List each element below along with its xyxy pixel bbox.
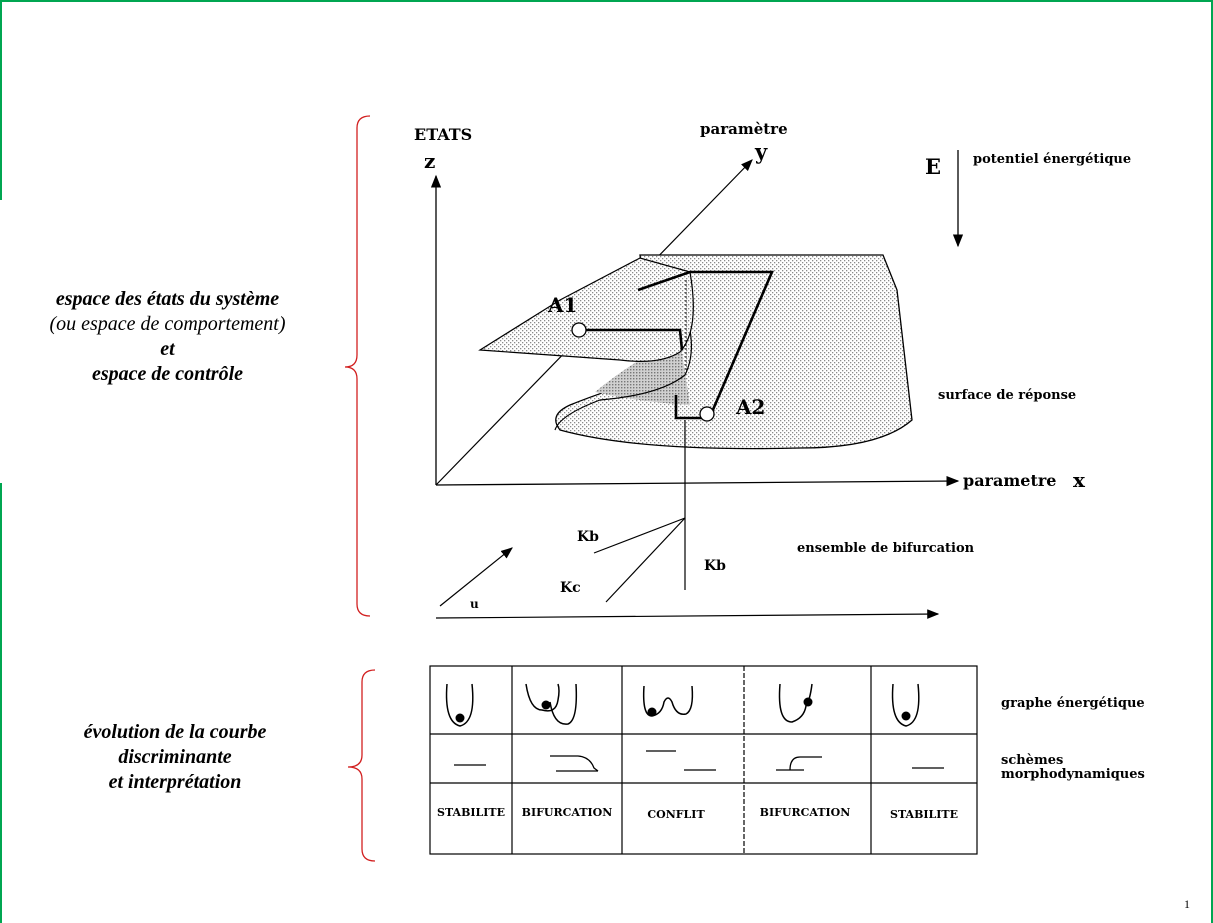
col-label-bifurcation-2: BIFURCATION [760, 806, 851, 819]
a1-label: A1 [547, 293, 577, 317]
col-label-conflit: CONFLIT [647, 808, 705, 821]
u-label: u [470, 597, 479, 611]
col-label-stabilite-2: STABILITE [890, 808, 958, 821]
parametre-x-label: parametre [963, 471, 1056, 490]
kb-label-left: Kb [577, 529, 599, 545]
y-axis-label: y [754, 139, 768, 164]
evolution-table [430, 666, 977, 854]
bifurcation-kc-line [606, 518, 685, 602]
row-label-morphodynamiques: morphodynamiques [1001, 767, 1145, 782]
brace-lower [348, 670, 375, 861]
scheme-2 [550, 756, 598, 771]
parametre-y-label: paramètre [700, 120, 788, 138]
point-a2 [700, 407, 714, 421]
scheme-3 [646, 751, 716, 770]
row-label-graphe: graphe énergétique [1001, 696, 1145, 711]
response-surface-upper [480, 258, 693, 361]
surface-label: surface de réponse [938, 388, 1076, 403]
bottom-axis [436, 614, 938, 618]
energy-well-5 [893, 684, 919, 726]
etats-label: ETATS [414, 125, 472, 144]
energy-well-3 [644, 686, 693, 717]
x-axis-label: x [1073, 468, 1086, 492]
e-label: E [925, 154, 941, 179]
bifurcation-kb-line [594, 518, 685, 553]
ensemble-label: ensemble de bifurcation [797, 541, 975, 556]
x-axis [436, 481, 958, 485]
scheme-4 [776, 757, 822, 770]
energy-well-1 [447, 684, 473, 726]
energy-well-2 [526, 684, 576, 724]
point-a1 [572, 323, 586, 337]
potentiel-label: potentiel énergétique [973, 152, 1131, 167]
kb-label-right: Kb [704, 558, 726, 574]
a2-label: A2 [735, 395, 765, 419]
energy-well-4 [780, 684, 813, 722]
kc-label: Kc [560, 580, 581, 596]
row-label-schemes: schèmes [1001, 753, 1063, 768]
col-label-stabilite-1: STABILITE [437, 806, 505, 819]
brace-upper [345, 116, 370, 616]
z-axis-label: z [424, 149, 435, 173]
col-label-bifurcation-1: BIFURCATION [522, 806, 613, 819]
page-number: 1 [1184, 897, 1190, 912]
